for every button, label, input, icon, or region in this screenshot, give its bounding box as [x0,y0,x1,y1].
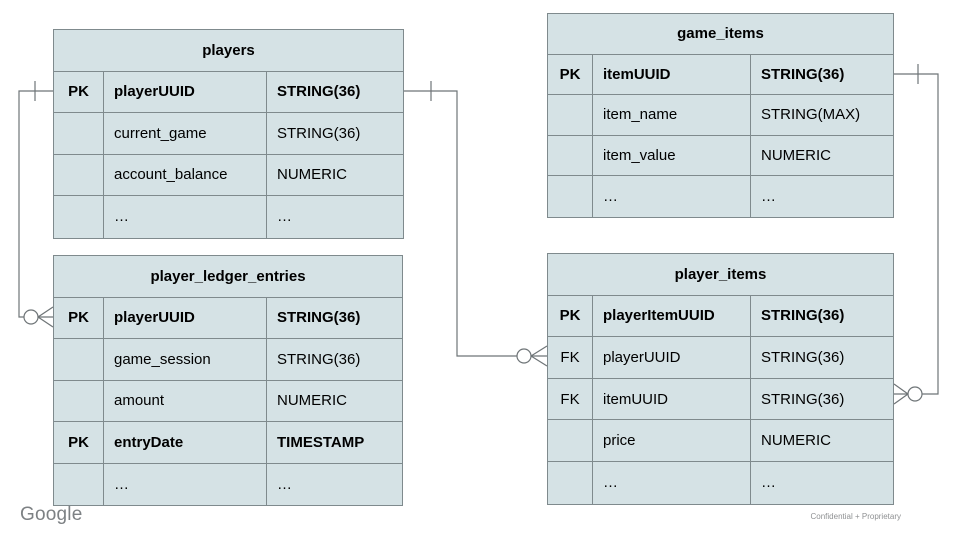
key-cell: PK [548,295,593,337]
key-cell: FK [548,337,593,378]
key-cell [548,95,593,135]
table-row: account_balance NUMERIC [54,154,403,196]
field-type-cell: TIMESTAMP [277,433,365,451]
connector-players-to-player-items [404,81,548,367]
table-row: PK playerUUID STRING(36) [54,297,402,339]
field-name-cell: … [593,461,751,504]
table-player-items: player_items PK playerItemUUID STRING(36… [547,253,894,505]
field-name-cell: … [104,463,267,505]
field-name-cell: price [593,420,751,461]
zero-circle [23,309,39,325]
key-cell [54,463,104,505]
table-row: PK entryDate TIMESTAMP [54,422,402,464]
crow-foot [37,306,54,318]
field-name-cell: itemUUID [593,54,751,95]
table-row: item_name STRING(MAX) [548,95,893,136]
field-name-cell: … [104,196,267,238]
table-title: players [54,30,403,72]
field-name-cell: playerUUID [593,337,751,378]
field-type-cell: STRING(36) [761,348,845,366]
field-name-cell: item_value [593,135,751,176]
key-cell [548,176,593,217]
field-name-cell: playerUUID [104,71,267,112]
table-title: player_items [548,254,893,296]
field-type-cell: STRING(36) [761,307,845,325]
key-cell [54,154,104,195]
key-cell [54,113,104,154]
table-title: player_ledger_entries [54,256,402,298]
field-type-cell: … [277,208,292,226]
table-row: … … [54,196,403,238]
key-cell: PK [548,54,593,95]
table-row: … … [54,463,402,505]
field-type-cell: STRING(36) [761,65,845,83]
field-name-cell: amount [104,380,267,421]
table-row: amount NUMERIC [54,380,402,422]
table-row: price NUMERIC [548,420,893,462]
field-name-cell: playerUUID [104,297,267,338]
field-type-cell: STRING(36) [277,350,361,368]
key-cell [54,380,104,421]
key-cell [548,135,593,176]
field-name-cell: account_balance [104,154,267,195]
table-row: FK itemUUID STRING(36) [548,378,893,421]
key-cell: PK [54,71,104,112]
table-row: PK playerItemUUID STRING(36) [548,295,893,338]
key-cell: PK [54,297,104,338]
key-cell [548,420,593,461]
field-type-cell: … [761,474,776,492]
key-cell [54,339,104,380]
crow-foot [530,345,548,357]
field-type-cell: NUMERIC [761,432,831,450]
table-row: PK playerUUID STRING(36) [54,71,403,113]
table-player-ledger-entries: player_ledger_entries PK playerUUID STRI… [53,255,403,506]
field-type-cell: NUMERIC [277,392,347,410]
table-players: players PK playerUUID STRING(36) current… [53,29,404,239]
field-name-cell: entryDate [104,422,267,463]
key-cell: FK [548,378,593,420]
key-cell [54,196,104,238]
connector-players-to-player-ledger-entries [18,81,54,328]
crow-foot [37,316,54,328]
confidential-note: Confidential + Proprietary [810,512,902,521]
field-name-cell: playerItemUUID [593,295,751,337]
field-type-cell: STRING(36) [761,390,845,408]
field-type-cell: STRING(36) [277,309,361,327]
google-logo: Google [20,504,83,525]
table-row: game_session STRING(36) [54,339,402,381]
table-row: item_value NUMERIC [548,135,893,177]
field-name-cell: game_session [104,339,267,380]
zero-circle [516,348,532,364]
table-title: game_items [548,14,893,55]
field-type-cell: NUMERIC [761,147,831,165]
table-row: current_game STRING(36) [54,113,403,155]
crow-foot [530,355,548,367]
table-row: PK itemUUID STRING(36) [548,54,893,96]
connector-game-items-to-player-items [893,64,939,405]
crow-foot [893,393,909,405]
field-type-cell: NUMERIC [277,166,347,184]
field-type-cell: STRING(36) [277,83,361,101]
table-row: … … [548,176,893,217]
field-name-cell: … [593,176,751,217]
field-type-cell: … [277,475,292,493]
key-cell: PK [54,422,104,463]
table-game-items: game_items PK itemUUID STRING(36) item_n… [547,13,894,218]
field-name-cell: current_game [104,113,267,154]
field-type-cell: STRING(MAX) [761,106,861,124]
field-type-cell: … [761,188,776,206]
field-name-cell: item_name [593,95,751,135]
key-cell [548,461,593,504]
table-row: … … [548,461,893,504]
table-row: FK playerUUID STRING(36) [548,337,893,379]
field-name-cell: itemUUID [593,378,751,420]
zero-circle [907,386,923,402]
crow-foot [893,383,909,395]
field-type-cell: STRING(36) [277,124,361,142]
